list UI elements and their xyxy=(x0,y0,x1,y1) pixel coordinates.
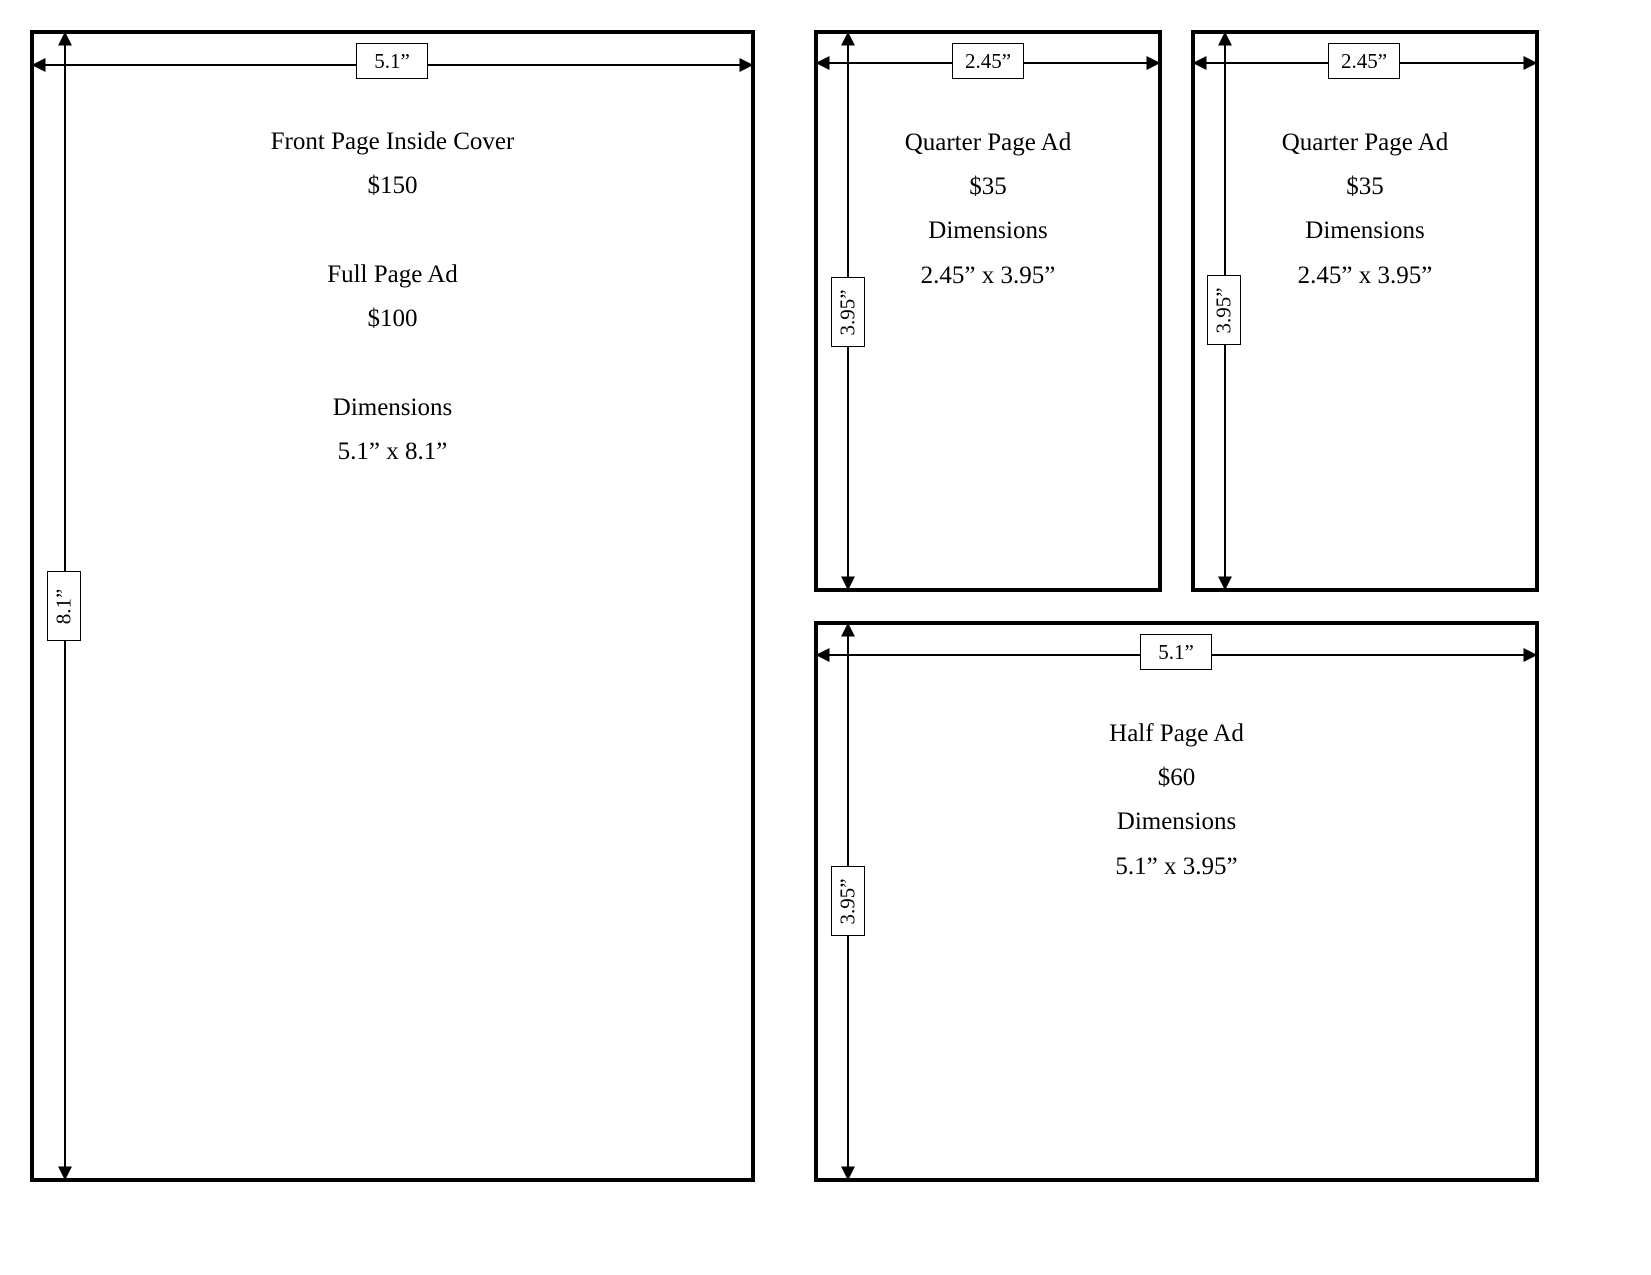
quarter-left-width-label: 2.45” xyxy=(952,43,1024,79)
half-page-ad-box xyxy=(814,621,1539,1182)
quarter-page-ad-box-right xyxy=(1191,30,1539,592)
quarter-right-dimensions-heading: Dimensions xyxy=(1305,217,1425,244)
full-page-subtitle: Full Page Ad xyxy=(327,261,458,288)
quarter-right-ad-text: Quarter Page Ad $35 Dimensions 2.45” x 3… xyxy=(1191,0,1539,300)
half-page-ad-text: Half Page Ad $60 Dimensions 5.1” x 3.95” xyxy=(814,0,1539,900)
half-page-dimensions-value: 5.1” x 3.95” xyxy=(1115,853,1238,880)
half-page-price: $60 xyxy=(1157,764,1196,791)
half-page-width-text: 5.1” xyxy=(1158,639,1194,664)
full-page-height-text: 8.1” xyxy=(51,588,76,624)
full-page-width-label: 5.1” xyxy=(356,43,428,79)
full-page-subtitle-price: $100 xyxy=(367,305,418,332)
quarter-left-width-text: 2.45” xyxy=(964,48,1012,73)
full-page-dimensions-value: 5.1” x 8.1” xyxy=(337,438,448,465)
quarter-left-title: Quarter Page Ad xyxy=(904,129,1072,156)
quarter-right-dimensions-value: 2.45” x 3.95” xyxy=(1297,262,1433,289)
half-page-height-label: 3.95” xyxy=(831,866,865,936)
half-page-width-label: 5.1” xyxy=(1140,634,1212,670)
full-page-height-label: 8.1” xyxy=(47,571,81,641)
quarter-left-ad-text: Quarter Page Ad $35 Dimensions 2.45” x 3… xyxy=(814,0,1162,300)
quarter-left-dimensions-value: 2.45” x 3.95” xyxy=(920,262,1056,289)
full-page-width-text: 5.1” xyxy=(374,48,410,73)
quarter-right-width-label: 2.45” xyxy=(1328,43,1400,79)
full-page-ad-box xyxy=(30,30,755,1182)
quarter-right-title: Quarter Page Ad xyxy=(1281,129,1449,156)
quarter-page-ad-box-left xyxy=(814,30,1162,592)
quarter-right-width-text: 2.45” xyxy=(1340,48,1388,73)
full-page-dimensions-heading: Dimensions xyxy=(332,394,453,421)
quarter-left-price: $35 xyxy=(969,173,1007,200)
full-page-ad-text: Front Page Inside Cover $150 Full Page A… xyxy=(30,0,755,480)
quarter-right-height-label: 3.95” xyxy=(1207,275,1241,345)
half-page-dimensions-heading: Dimensions xyxy=(1116,808,1237,835)
full-page-title: Front Page Inside Cover xyxy=(270,128,515,155)
quarter-left-dimensions-heading: Dimensions xyxy=(928,217,1048,244)
half-page-title: Half Page Ad xyxy=(1109,720,1244,747)
full-page-title-price: $150 xyxy=(367,172,418,199)
quarter-left-height-label: 3.95” xyxy=(831,277,865,347)
quarter-right-price: $35 xyxy=(1346,173,1384,200)
